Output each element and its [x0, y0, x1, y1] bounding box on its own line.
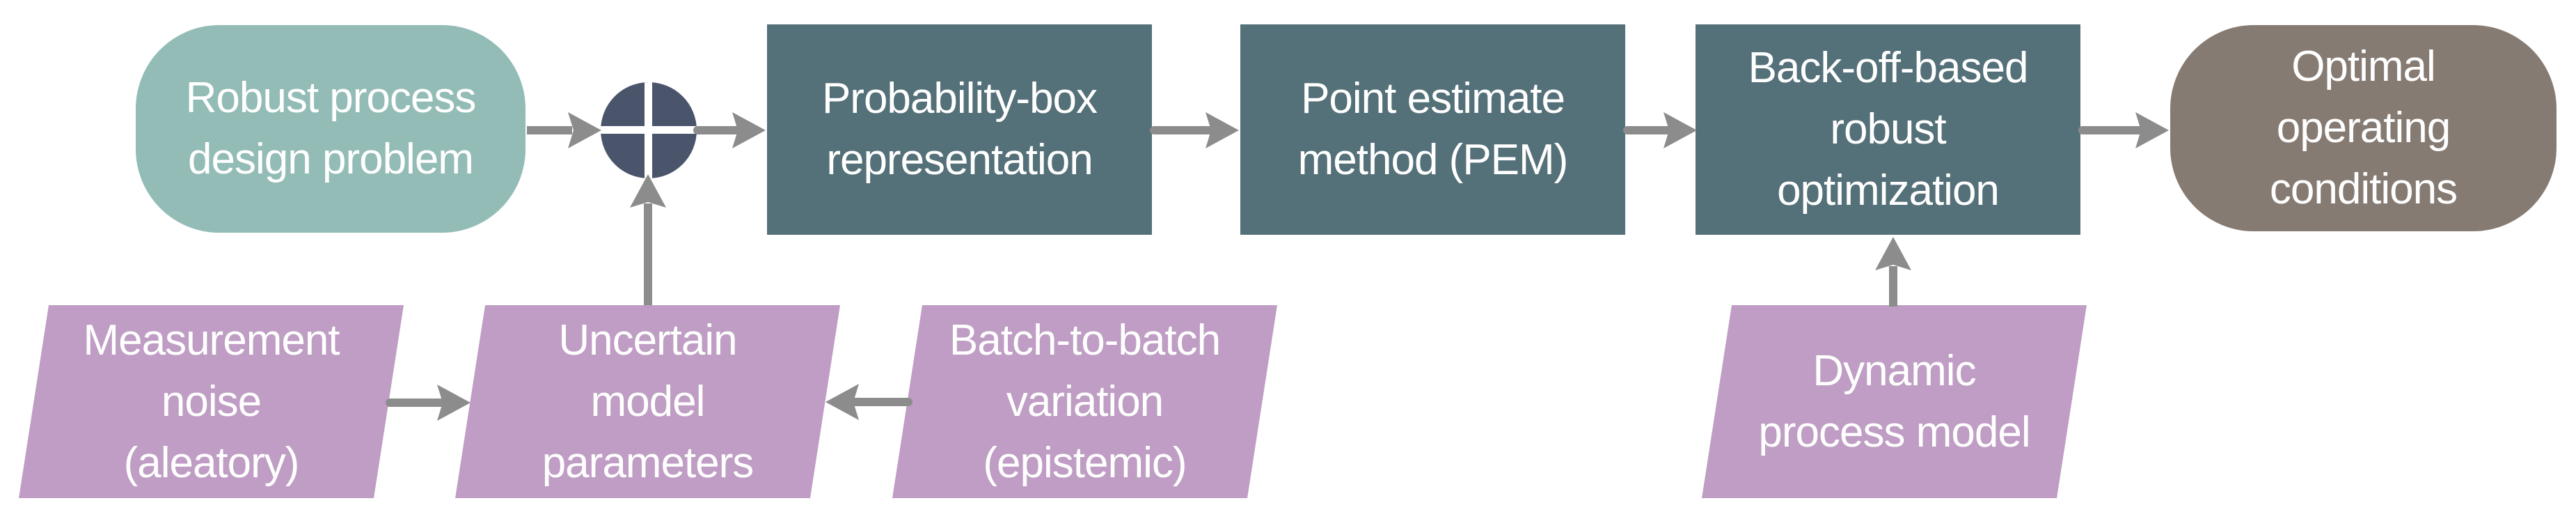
- node-batch-to-batch-variation-epistemic: Batch-to-batch variation (epistemic): [892, 305, 1277, 498]
- label-line: Optimal: [2291, 42, 2436, 91]
- summing-junction-icon: [601, 82, 697, 178]
- node-robust-process-design-problem: Robust process design problem: [136, 25, 526, 233]
- label-line: Dynamic: [1812, 346, 1976, 395]
- label-line: optimization: [1777, 167, 2000, 215]
- label-line: Uncertain: [558, 316, 737, 364]
- label-line: conditions: [2269, 165, 2458, 213]
- node-uncertain-model-parameters: Uncertain model parameters: [455, 305, 840, 498]
- arrow-design-to-junction: [527, 112, 601, 148]
- label-line: parameters: [542, 438, 754, 487]
- label-line: Point estimate: [1301, 75, 1565, 123]
- label-line: Probability-box: [821, 75, 1098, 123]
- node-label: Point estimate method (PEM): [1297, 68, 1569, 191]
- label-line: operating: [2276, 104, 2451, 152]
- junction-cross-horizontal: [601, 126, 697, 134]
- parallelogram-shape: [892, 305, 1277, 498]
- node-point-estimate-method: Point estimate method (PEM): [1240, 24, 1625, 235]
- label-line: design problem: [188, 135, 474, 183]
- arrow-dynmodel-to-backoff: [1875, 237, 1911, 307]
- node-label: Back-off-based robust optimization: [1748, 38, 2029, 222]
- arrow-pem-to-backoff: [1623, 112, 1697, 148]
- label-line: representation: [826, 136, 1093, 184]
- node-probability-box-representation: Probability-box representation: [767, 24, 1152, 235]
- label-line: method (PEM): [1297, 136, 1569, 184]
- parallelogram-shape: [455, 305, 840, 498]
- node-label: Robust process design problem: [185, 68, 477, 190]
- label-line: Robust process: [185, 74, 477, 122]
- node-back-off-based-robust-optimization: Back-off-based robust optimization: [1696, 24, 2080, 235]
- label-line: Measurement: [83, 316, 340, 364]
- parallelogram-shape: [19, 305, 404, 498]
- label-line: (epistemic): [983, 438, 1187, 487]
- label-line: noise: [161, 377, 262, 426]
- label-line: variation: [1006, 377, 1164, 426]
- arrow-junction-to-pbox: [693, 112, 766, 148]
- parallelogram-shape: [1702, 305, 2087, 498]
- arrow-backoff-to-optimal: [2078, 112, 2169, 148]
- node-label: Batch-to-batch variation (epistemic): [949, 310, 1221, 494]
- node-optimal-operating-conditions: Optimal operating conditions: [2170, 25, 2557, 231]
- label-line: model: [590, 377, 706, 426]
- label-line: Batch-to-batch: [949, 316, 1221, 364]
- node-label: Measurement noise (aleatory): [83, 310, 340, 494]
- node-label: Probability-box representation: [821, 68, 1098, 191]
- node-label: Dynamic process model: [1758, 341, 2030, 463]
- node-dynamic-process-model: Dynamic process model: [1702, 305, 2087, 498]
- arrow-uncertain-to-junction: [630, 174, 666, 305]
- node-label: Uncertain model parameters: [542, 310, 754, 494]
- node-measurement-noise-aleatory: Measurement noise (aleatory): [19, 305, 404, 498]
- label-line: (aleatory): [123, 438, 300, 487]
- node-label: Optimal operating conditions: [2269, 36, 2458, 220]
- label-line: robust: [1830, 105, 1946, 153]
- label-line: process model: [1758, 408, 2030, 456]
- arrow-pbox-to-pem: [1150, 112, 1239, 148]
- label-line: Back-off-based: [1748, 44, 2029, 92]
